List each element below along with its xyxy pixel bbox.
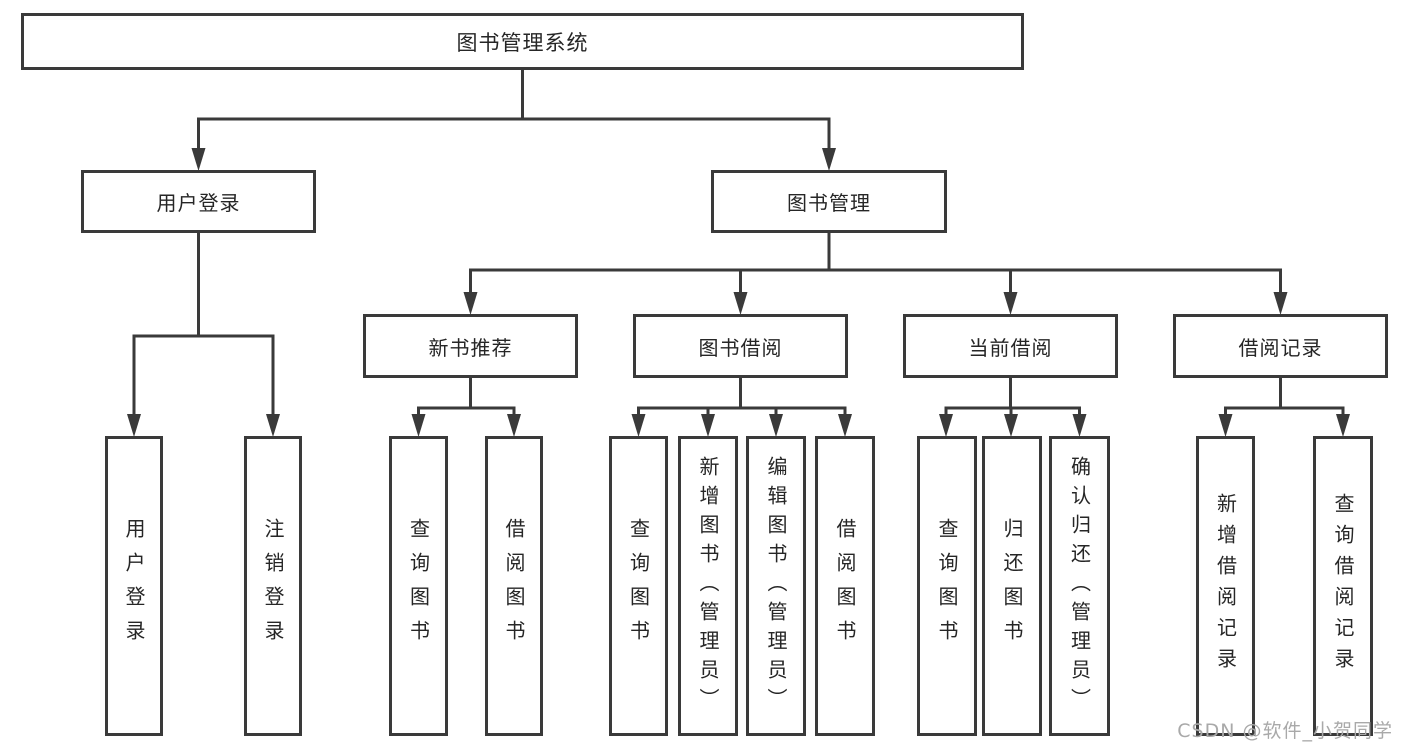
leaf-query-books-borrow: 查询图书 (609, 436, 668, 736)
arrowhead-icon (631, 414, 646, 437)
arrowhead-icon (838, 414, 852, 437)
leaf-query-books-recommend: 查询图书 (389, 436, 448, 736)
arrowhead-icon (266, 414, 280, 437)
arrowhead-icon (1336, 414, 1350, 437)
leaf-edit-books-admin-label: 编辑图书（管理员） (764, 455, 788, 717)
arrowhead-icon (1004, 414, 1018, 437)
node-new-book-recommend: 新书推荐 (363, 314, 578, 378)
arrowhead-icon (1218, 414, 1233, 437)
arrowhead-icon (1072, 414, 1087, 437)
leaf-user-login: 用户登录 (105, 436, 163, 736)
node-root: 图书管理系统 (21, 13, 1024, 70)
arrowhead-icon (127, 414, 141, 437)
leaf-return-books: 归还图书 (982, 436, 1042, 736)
leaf-borrow-books-borrow-label: 借阅图书 (833, 518, 857, 654)
node-root-label: 图书管理系统 (456, 30, 589, 55)
node-book-borrow-label: 图书借阅 (698, 335, 783, 360)
watermark: CSDN @软件_小贺同学 (1177, 720, 1393, 742)
leaf-add-books-admin-label: 新增图书（管理员） (696, 455, 720, 717)
node-user-login: 用户登录 (81, 170, 316, 233)
arrowhead-icon (411, 414, 426, 437)
node-borrow-record: 借阅记录 (1173, 314, 1388, 378)
leaf-add-books-admin: 新增图书（管理员） (678, 436, 738, 736)
node-new-book-recommend-label: 新书推荐 (428, 335, 513, 360)
leaf-borrow-books-recommend-label: 借阅图书 (502, 518, 526, 654)
arrowhead-icon (1273, 292, 1288, 315)
leaf-query-borrow-record-label: 查询借阅记录 (1331, 493, 1355, 679)
leaf-add-borrow-record-label: 新增借阅记录 (1213, 493, 1238, 679)
node-book-management-label: 图书管理 (787, 191, 871, 215)
node-user-login-label: 用户登录 (156, 191, 241, 215)
leaf-logout-login-label: 注销登录 (261, 518, 285, 654)
arrowhead-icon (822, 148, 836, 171)
leaf-logout-login: 注销登录 (244, 436, 302, 736)
node-book-borrow: 图书借阅 (633, 314, 848, 378)
arrowhead-icon (463, 292, 478, 315)
arrowhead-icon (191, 148, 206, 171)
leaf-query-books-current: 查询图书 (917, 436, 977, 736)
leaf-query-books-current-label: 查询图书 (935, 518, 959, 654)
leaf-borrow-books-borrow: 借阅图书 (815, 436, 875, 736)
arrowhead-icon (507, 414, 521, 437)
leaf-confirm-return-admin: 确认归还（管理员） (1049, 436, 1110, 736)
node-current-borrow: 当前借阅 (903, 314, 1118, 378)
leaf-query-books-recommend-label: 查询图书 (406, 518, 431, 654)
leaf-query-books-borrow-label: 查询图书 (626, 518, 651, 654)
leaf-edit-books-admin: 编辑图书（管理员） (746, 436, 806, 736)
leaf-query-borrow-record: 查询借阅记录 (1313, 436, 1373, 736)
leaf-user-login-label: 用户登录 (122, 518, 146, 654)
leaf-confirm-return-admin-label: 确认归还（管理员） (1067, 455, 1092, 717)
leaf-borrow-books-recommend: 借阅图书 (485, 436, 543, 736)
arrowhead-icon (769, 414, 783, 437)
node-borrow-record-label: 借阅记录 (1238, 335, 1323, 360)
arrowhead-icon (733, 292, 748, 315)
leaf-add-borrow-record: 新增借阅记录 (1196, 436, 1255, 736)
node-current-borrow-label: 当前借阅 (968, 335, 1053, 360)
arrowhead-icon (701, 414, 715, 437)
leaf-return-books-label: 归还图书 (1000, 518, 1024, 654)
arrowhead-icon (1003, 292, 1018, 315)
arrowhead-icon (939, 414, 953, 437)
node-book-management: 图书管理 (711, 170, 947, 233)
